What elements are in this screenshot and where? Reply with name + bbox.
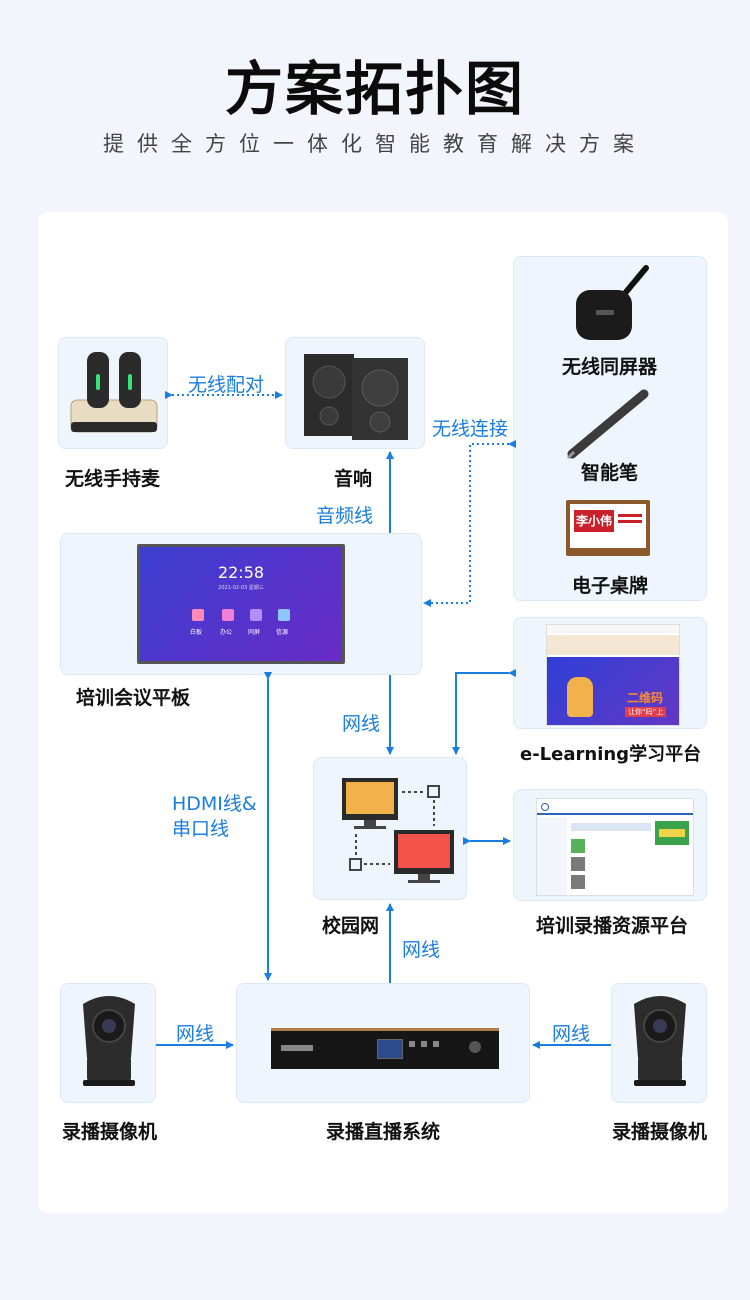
camera-right-box xyxy=(611,983,707,1103)
edge-label-hdmi-2: 串口线 xyxy=(172,818,230,840)
elearning-banner-text2: 让你“码”上 xyxy=(625,707,667,717)
nameplate-name: 李小伟 xyxy=(576,514,613,528)
label-elearning: e-Learning学习平台 xyxy=(520,744,702,765)
label-wireless-mic: 无线手持麦 xyxy=(65,468,161,490)
edge-label-network-camera-left: 网线 xyxy=(176,1023,215,1045)
camera-left-box xyxy=(60,983,156,1103)
panel-time: 22:58 xyxy=(217,563,265,582)
elearning-box: 二维码 让你“码”上 xyxy=(513,617,707,729)
speaker-box xyxy=(285,337,425,449)
label-panel: 培训会议平板 xyxy=(76,687,191,709)
resource-platform-box xyxy=(513,789,707,901)
edge-label-network-camera-right: 网线 xyxy=(552,1023,591,1045)
label-campus-net: 校园网 xyxy=(322,915,380,937)
label-smart-pen: 智能笔 xyxy=(581,462,639,484)
edge-label-hdmi-1: HDMI线& xyxy=(172,793,257,815)
panel-box: 22:58 2021-02-03 星期三 白板 办公 同屏 信源 xyxy=(60,533,422,675)
wireless-mic-image xyxy=(70,352,158,433)
panel-app-mirror: 同屏 xyxy=(248,629,261,636)
elearning-screenshot: 二维码 让你“码”上 xyxy=(546,624,680,726)
edge-label-audio-line: 音频线 xyxy=(316,505,374,527)
recording-system-image xyxy=(271,1028,499,1069)
elearning-banner-text: 二维码 xyxy=(627,691,664,705)
edge-label-wireless-pair: 无线配对 xyxy=(188,374,265,396)
page-title: 方案拓扑图 xyxy=(224,55,525,123)
speaker-image xyxy=(304,354,408,440)
e-nameplate-image: 李小伟 xyxy=(566,500,650,556)
screen-share-image xyxy=(576,265,649,340)
camera-right-image xyxy=(634,996,686,1086)
wireless-mic-box xyxy=(58,337,168,449)
panel-app-office: 办公 xyxy=(220,629,233,636)
page-subtitle: 提供全方位一体化智能教育解决方案 xyxy=(103,132,647,156)
panel-app-whiteboard: 白板 xyxy=(190,629,203,636)
label-speaker: 音响 xyxy=(334,468,373,490)
campus-net-box xyxy=(313,757,467,900)
edge-label-network-panel: 网线 xyxy=(342,713,381,735)
edge-label-network-recording: 网线 xyxy=(402,939,441,961)
edge-label-wireless-connect: 无线连接 xyxy=(432,418,509,440)
smart-pen-image xyxy=(566,389,649,460)
resource-platform-screenshot xyxy=(536,798,694,896)
label-camera-right: 录播摄像机 xyxy=(612,1121,708,1143)
label-e-nameplate: 电子桌牌 xyxy=(572,575,649,597)
label-screen-share: 无线同屏器 xyxy=(562,356,658,378)
panel-app-source: 信源 xyxy=(276,629,289,636)
label-camera-left: 录播摄像机 xyxy=(62,1121,158,1143)
camera-left-image xyxy=(83,996,135,1086)
label-resource-platform: 培训录播资源平台 xyxy=(536,915,689,937)
panel-date: 2021-02-03 星期三 xyxy=(218,585,264,591)
campus-net-image xyxy=(342,778,454,883)
recording-system-box xyxy=(236,983,530,1103)
panel-screen: 22:58 2021-02-03 星期三 白板 办公 同屏 信源 xyxy=(137,544,345,664)
label-recording-system: 录播直播系统 xyxy=(326,1121,441,1143)
